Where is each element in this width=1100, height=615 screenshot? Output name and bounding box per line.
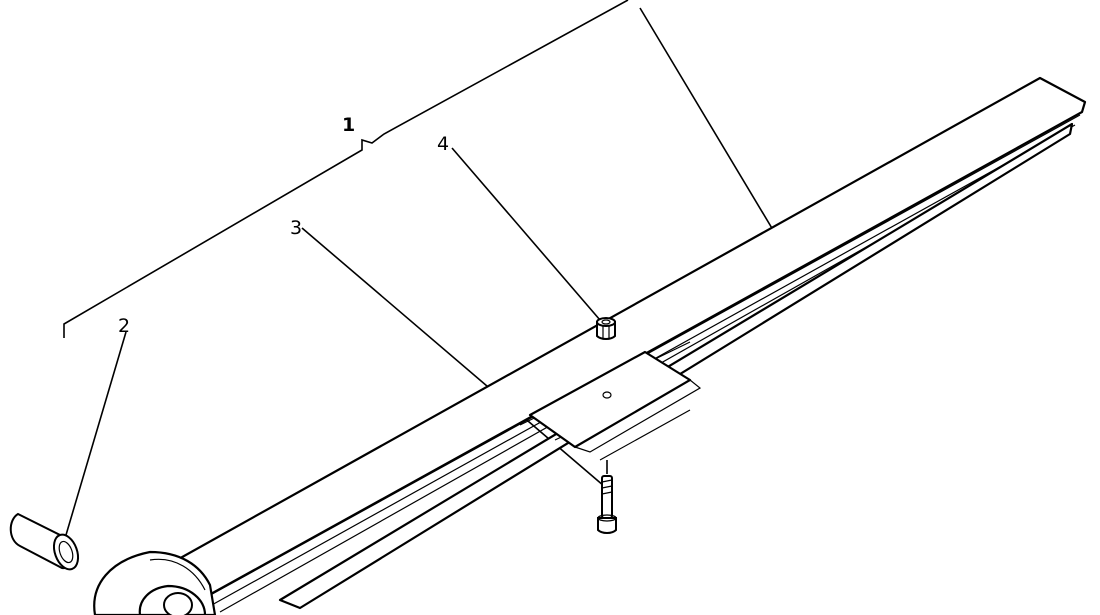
- leader-line-1: [639, 7, 786, 251]
- leader-lines: [65, 7, 786, 536]
- bushing-part: [9, 512, 80, 571]
- helper-leaf: [278, 122, 1074, 610]
- callout-3: 3: [290, 217, 302, 239]
- callout-2: 2: [118, 315, 130, 337]
- spring-eye: [93, 550, 217, 615]
- assembly-bracket: [63, 0, 629, 338]
- leader-line-4: [451, 147, 601, 321]
- callout-1: 1: [342, 114, 355, 136]
- leaf-spring: [148, 76, 1087, 613]
- leader-line-2: [65, 331, 127, 536]
- callout-4: 4: [437, 133, 449, 155]
- center-bolt-part: [597, 475, 617, 534]
- center-hole: [602, 391, 612, 399]
- main-leaf: [148, 76, 1087, 602]
- nut-part: [596, 317, 616, 340]
